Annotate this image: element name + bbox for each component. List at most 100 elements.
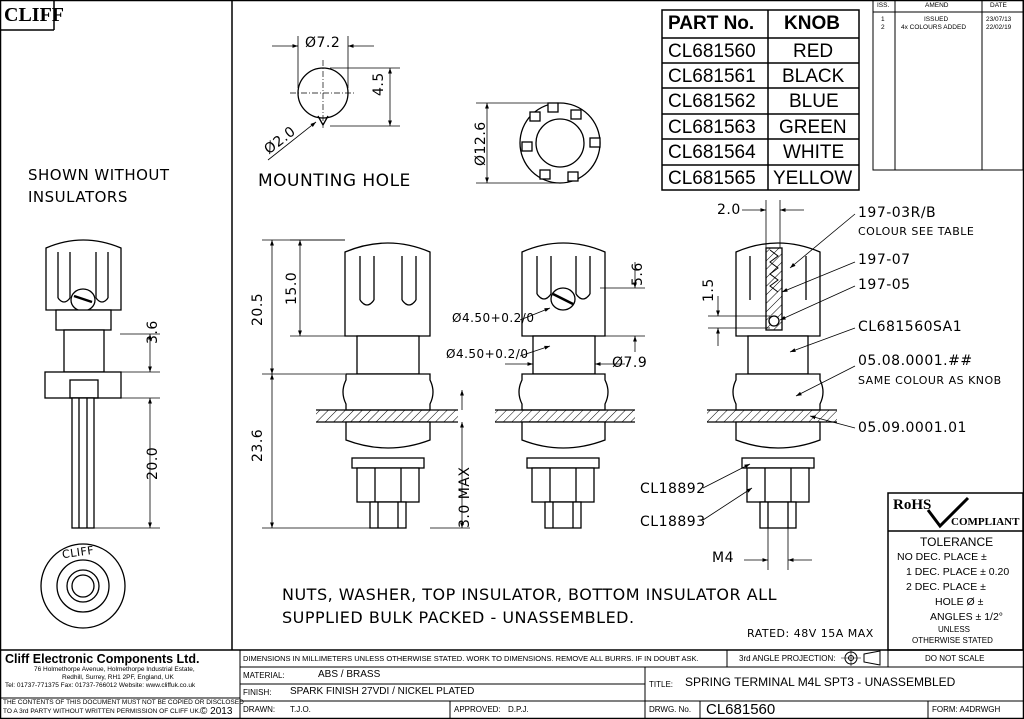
company-address-3: Tel: 01737-771375 Fax: 01737-766012 Webs… [5,682,196,689]
terminal-side-view-1 [262,239,470,529]
parts-row-knob: YELLOW [773,168,853,189]
rev-header-iss: ISS. [877,2,890,9]
terminal-side-view-2 [495,242,645,529]
title-block-grid [0,649,1024,719]
drawn-label: DRAWN: [243,705,276,714]
parts-table-header-knob: KNOB [784,13,840,34]
parts-table-grid [661,9,860,191]
tolerance-line: UNLESS [938,625,971,634]
dim-d56: 5.6 [630,262,646,286]
dim-d15: 1.5 [701,278,717,302]
company-address-1: 76 Holmethorpe Avenue, Holmethorpe Indus… [34,666,195,673]
approved-value: D.P.J. [508,705,529,714]
parts-row-part: CL681563 [668,117,756,138]
title-value: SPRING TERMINAL M4L SPT3 - UNASSEMBLED [685,675,956,689]
tolerance-line: NO DEC. PLACE ± [897,551,987,563]
callout-spring: 197-07 [858,252,911,268]
callout-knob: 197-03R/B [858,205,937,221]
left-terminal-view [44,239,160,529]
drawn-value: T.J.O. [290,705,311,714]
note-nuts-1: NUTS, WASHER, TOP INSULATOR, BOTTOM INSU… [282,585,777,604]
dim-d126: Ø12.6 [473,121,489,166]
callout-knob-colour: COLOUR SEE TABLE [858,225,975,238]
material-value: ABS / BRASS [318,669,381,680]
parts-row-part: CL681561 [668,66,756,87]
dim-d72: Ø7.2 [305,35,341,51]
note-nuts-2: SUPPLIED BULK PACKED - UNASSEMBLED. [282,608,635,627]
mounting-hole-view [267,36,400,161]
parts-table-header-part: PART No. [668,13,755,34]
note-shown-without: SHOWN WITHOUT [28,166,170,184]
projection-label: 3rd ANGLE PROJECTION: [739,654,836,663]
confidential-notice-2: TO A 3rd PARTY WITHOUT WRITTEN PERMISSIO… [3,708,201,715]
dim-d236: 23.6 [250,428,266,462]
knob-top-view [476,102,601,184]
title-label: TITLE: [649,680,674,689]
copyright: © 2013 [200,706,233,717]
rev-row-date: 22/02/19 [986,24,1012,31]
dim-d45: 4.5 [371,72,387,96]
material-label: MATERIAL: [243,671,285,680]
do-not-scale: DO NOT SCALE [925,654,985,663]
dim-d30max: 3.0 MAX [457,466,473,528]
rev-row-iss: 2 [881,24,885,31]
cliff-ring-view [40,543,126,629]
callout-insulator: 05.08.0001.## [858,353,973,369]
dim-d2: 2.0 [717,202,741,218]
rev-row-amend: 4x COLOURS ADDED [901,24,967,31]
callout-pin: 197-05 [858,277,911,293]
rev-row-iss: 1 [881,16,885,23]
tolerance-line: 1 DEC. PLACE ± 0.20 [906,566,1010,578]
dim-hole2: Ø4.50+0.2/0 [446,347,529,361]
parts-row-knob: WHITE [783,142,845,163]
revision-table-grid [872,0,1024,171]
parts-row-part: CL681564 [668,142,756,163]
drawing-number: CL681560 [706,701,776,718]
confidential-notice-1: THE CONTENTS OF THIS DOCUMENT MUST NOT B… [3,699,244,706]
dim-d205: 20.5 [250,292,266,326]
dim-d79: Ø7.9 [612,355,648,371]
approved-label: APPROVED: [454,705,501,714]
tolerance-line: OTHERWISE STATED [912,636,993,645]
rev-row-date: 23/07/13 [986,16,1012,23]
rev-row-amend: ISSUED [924,16,949,23]
projection-symbol [841,650,881,666]
callout-body: CL681560SA1 [858,319,963,335]
dim-d150: 15.0 [284,271,300,305]
finish-value: SPARK FINISH 27VDI / NICKEL PLATED [290,686,475,697]
company-address-2: Redhill, Surrey, RH1 2PF, England, UK [62,674,174,681]
rev-header-date: DATE [990,2,1007,9]
dim-m4: M4 [712,550,734,566]
callout-nut: CL18892 [640,481,706,497]
tolerance-title: TOLERANCE [920,535,994,549]
finish-label: FINISH: [243,688,272,697]
parts-row-part: CL681560 [668,41,756,62]
callout-insulator-colour: SAME COLOUR AS KNOB [858,374,1002,387]
parts-row-part: CL681565 [668,168,756,189]
dimensions-note: DIMENSIONS IN MILLIMETERS UNLESS OTHERWI… [243,654,699,663]
tolerance-line: ANGLES ± 1/2° [930,611,1003,623]
parts-row-knob: BLUE [789,91,839,112]
tolerance-line: HOLE Ø ± [935,596,984,608]
rev-header-amend: AMEND [925,2,949,9]
callout-washer: CL18893 [640,514,706,530]
terminal-section-view [702,200,856,570]
tolerance-line: 2 DEC. PLACE ± [906,581,986,593]
form-label: FORM: A4DRWGH [932,705,1001,714]
dim-d36: 3.6 [145,320,161,344]
dim-d200: 20.0 [145,446,161,480]
parts-row-knob: RED [793,41,834,62]
parts-row-part: CL681562 [668,91,756,112]
dim-hole1: Ø4.50+0.2/0 [452,311,535,325]
callout-bottom-insulator: 05.09.0001.01 [858,420,967,436]
rohs-title: RoHS [893,497,932,513]
company-name: Cliff Electronic Components Ltd. [5,652,200,666]
parts-row-knob: BLACK [782,66,845,87]
drawing-number-label: DRWG. No. [649,705,692,714]
note-rated: RATED: 48V 15A MAX [747,627,874,640]
cliff-logo: CLIFF [4,4,64,26]
rohs-compliant: COMPLIANT [951,516,1020,528]
note-mounting-hole: MOUNTING HOLE [258,171,411,191]
